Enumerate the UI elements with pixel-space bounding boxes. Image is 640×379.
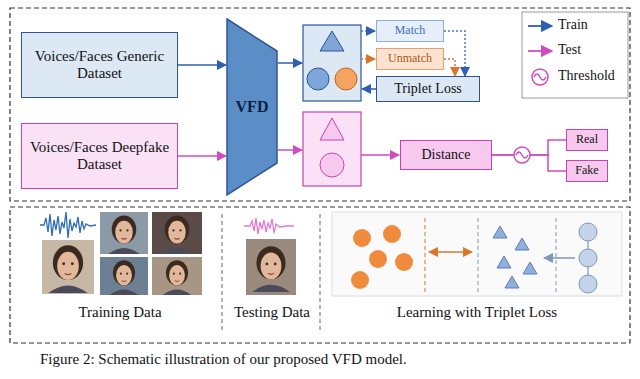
- flow-arrow: [361, 154, 399, 156]
- margin-line: [556, 218, 557, 292]
- face-photo: [100, 257, 148, 295]
- face-photo: [49, 245, 88, 293]
- positive-sample: [579, 223, 597, 241]
- embedding-box: [303, 112, 361, 186]
- threshold-sample: [534, 74, 546, 80]
- connector: [178, 64, 226, 66]
- section-label: Learning with Triplet Loss: [397, 304, 557, 321]
- node-text: Voices/Faces Deepfake Dataset: [28, 139, 171, 174]
- anchor-sample: [505, 276, 519, 288]
- face-photo: [161, 216, 193, 255]
- connector: [444, 59, 455, 76]
- waveform: [40, 212, 96, 238]
- connector: [444, 31, 465, 76]
- threshold-symbol: [516, 152, 528, 158]
- node-text: Voices/Faces Generic Dataset: [28, 48, 171, 83]
- face-photo: [246, 239, 296, 295]
- node-text: Real: [576, 133, 598, 147]
- divider: [222, 214, 223, 330]
- waveform: [244, 218, 294, 234]
- margin-arrow: [429, 251, 472, 253]
- face-photo: [252, 246, 290, 292]
- divider: [320, 214, 321, 330]
- unmatch-box: Unmatch: [376, 48, 444, 70]
- positive-sample: [579, 249, 597, 267]
- face-photo: [108, 216, 140, 255]
- dataset-box: Voices/Faces Generic Dataset: [21, 32, 178, 98]
- negative-circle: [335, 68, 357, 90]
- result-box: Real: [566, 129, 608, 151]
- anchor-sample: [493, 226, 507, 238]
- positive-circle: [307, 68, 329, 90]
- match-arrow: [361, 30, 375, 32]
- section-label: Testing Data: [234, 304, 310, 321]
- threshold-symbol: [514, 147, 530, 163]
- training-data: [40, 212, 202, 295]
- margin-line: [478, 218, 479, 292]
- legend-text: Train: [558, 17, 588, 33]
- anchor-sample: [523, 262, 537, 274]
- section-label: Training Data: [78, 304, 161, 321]
- node-text: Fake: [575, 164, 598, 178]
- face-photo: [152, 212, 202, 254]
- legend-text: Test: [558, 42, 581, 58]
- testing-data: [244, 218, 296, 295]
- train-embedding: [303, 25, 361, 101]
- positive-sample: [579, 275, 597, 293]
- data-frame: [10, 207, 630, 343]
- legend-frame: [522, 12, 628, 98]
- legend-text: Threshold: [558, 68, 615, 84]
- face-photo: [110, 260, 139, 295]
- loss-box: Triplet Loss: [376, 76, 480, 102]
- model-trapezoid: VFD: [226, 18, 278, 196]
- face-photo: [42, 240, 94, 294]
- node-text: Distance: [422, 147, 471, 163]
- node-text: Unmatch: [388, 52, 432, 66]
- negative-sample: [353, 229, 371, 247]
- anchor-triangle: [320, 31, 344, 51]
- result-box: Fake: [566, 160, 608, 182]
- unmatch-arrow: [361, 58, 375, 60]
- negative-sample: [395, 253, 413, 271]
- panel: [332, 212, 622, 296]
- flow-arrow: [278, 62, 302, 64]
- negative-sample: [369, 250, 387, 268]
- distance-box: Distance: [400, 140, 492, 170]
- face-photo: [163, 260, 192, 295]
- trapezoid-shape: [227, 19, 277, 195]
- anchor-sample: [497, 256, 511, 268]
- voice-triangle: [320, 118, 344, 140]
- connector: [178, 155, 226, 157]
- train-line-sample: [528, 25, 552, 27]
- loss-arrow: [362, 88, 376, 90]
- legend-box: [522, 12, 628, 98]
- margin-line: [425, 218, 426, 292]
- face-photo: [100, 212, 148, 254]
- triplet-learning-illustration: [332, 212, 622, 296]
- pull-arrow: [544, 257, 575, 259]
- node-text: Triplet Loss: [394, 81, 462, 97]
- flow-arrow: [278, 149, 302, 151]
- node-text: VFD: [236, 98, 269, 116]
- node-text: Match: [395, 24, 426, 38]
- test-line-sample: [528, 50, 552, 52]
- dataset-box: Voices/Faces Deepfake Dataset: [21, 123, 178, 189]
- negative-sample: [351, 271, 369, 289]
- embedding-box: [303, 25, 361, 101]
- face-circle: [320, 153, 344, 177]
- face-photo: [152, 257, 202, 295]
- negative-sample: [383, 225, 401, 243]
- anchor-sample: [515, 238, 529, 250]
- train-test-frame: [10, 8, 630, 201]
- figure-caption: Figure 2: Schematic illustration of our …: [40, 351, 407, 368]
- threshold-sample: [532, 69, 548, 85]
- match-box: Match: [376, 20, 444, 42]
- test-embedding: [303, 112, 361, 186]
